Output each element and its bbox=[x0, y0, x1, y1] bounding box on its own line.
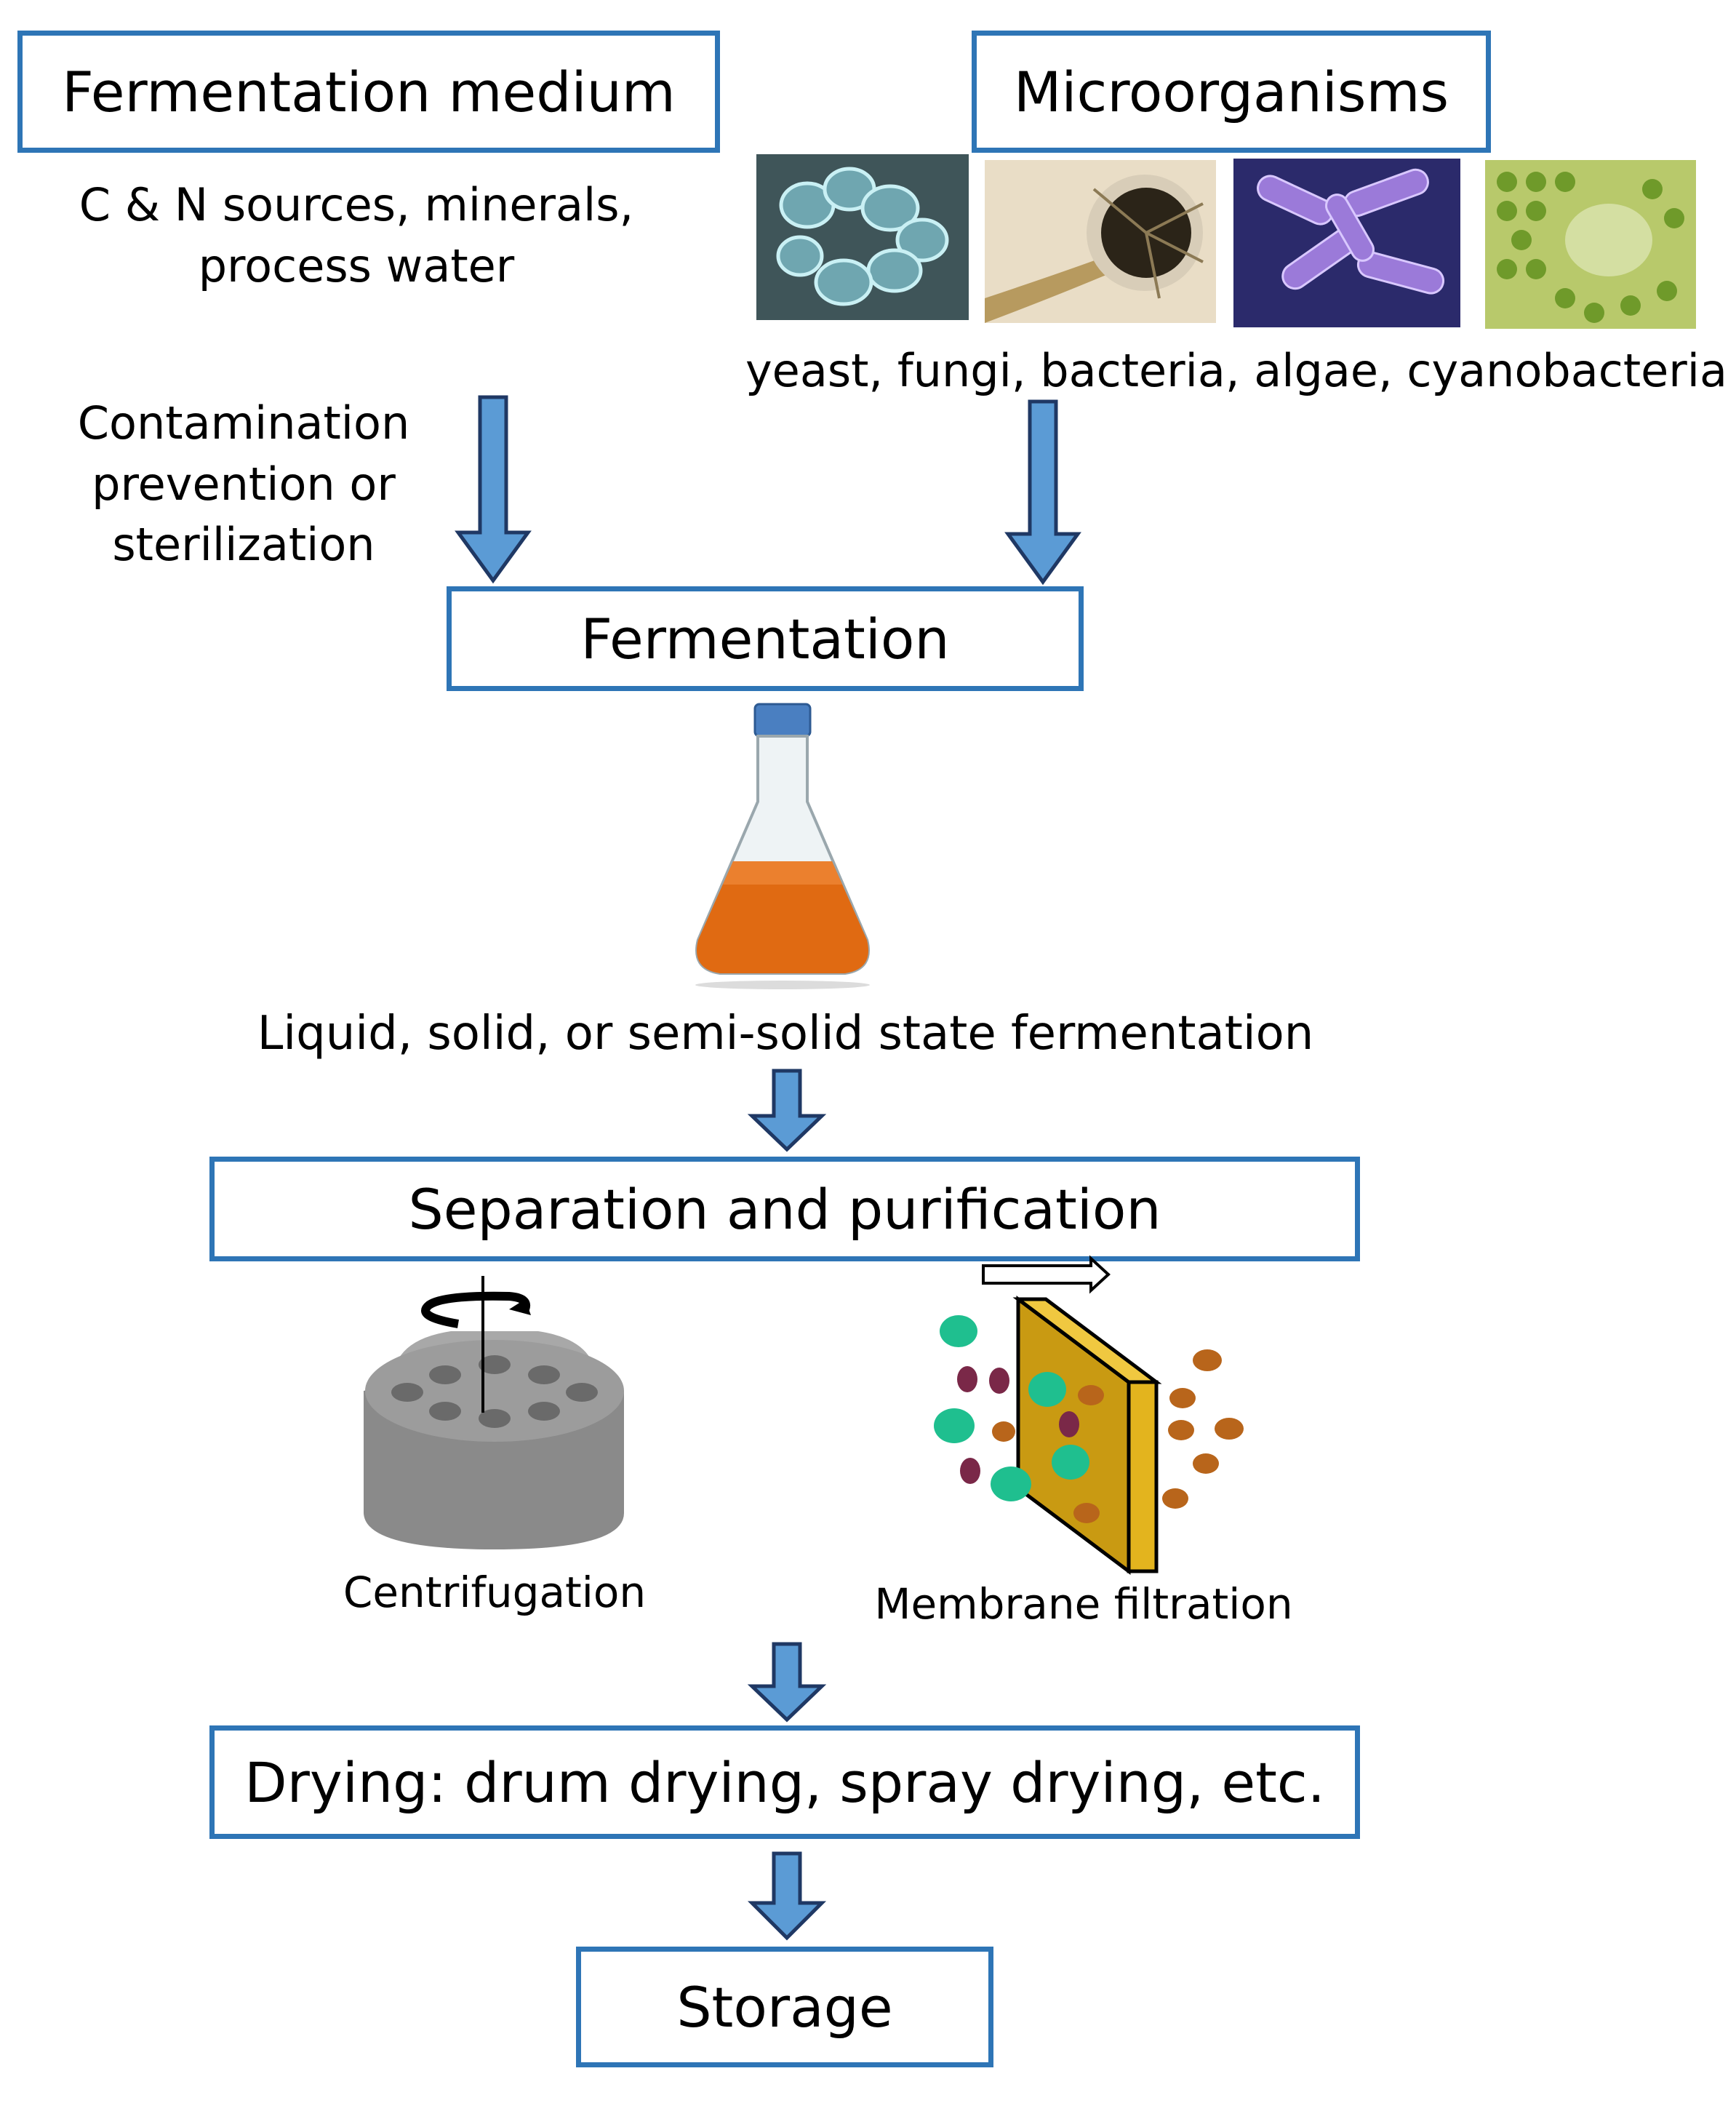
fermentation-title: Fermentation bbox=[580, 606, 950, 671]
fungi-photo bbox=[985, 160, 1216, 323]
arrow-microbes-to-fermentation bbox=[1004, 399, 1081, 586]
microorganisms-box: Microorganisms bbox=[972, 31, 1491, 153]
flask-icon bbox=[695, 703, 870, 989]
fermentation-states-text: Liquid, solid, or semi-solid state ferme… bbox=[257, 1007, 1314, 1061]
storage-box: Storage bbox=[576, 1947, 993, 2067]
flask-photo bbox=[676, 700, 887, 991]
fermentation-box: Fermentation bbox=[447, 586, 1084, 691]
arrow-medium-to-fermentation bbox=[455, 395, 532, 584]
contamination-text: Contamination prevention or sterilizatio… bbox=[44, 393, 444, 575]
bacteria-photo bbox=[1233, 159, 1460, 327]
membrane-filter-icon bbox=[934, 1255, 1244, 1575]
fungi-spore-icon bbox=[985, 160, 1216, 323]
separation-title: Separation and purification bbox=[408, 1176, 1161, 1242]
yeast-photo bbox=[756, 154, 969, 320]
membrane-filtration-label: Membrane filtration bbox=[874, 1579, 1293, 1629]
contamination-line-2: prevention or bbox=[92, 457, 396, 511]
medium-line-1: C & N sources, minerals, bbox=[79, 178, 634, 231]
arrow-drying-to-storage bbox=[747, 1851, 827, 1941]
yeast-cells-icon bbox=[756, 154, 969, 320]
algae-cells-icon bbox=[1485, 160, 1696, 329]
bacteria-rods-icon bbox=[1233, 159, 1460, 327]
microbe-types-text: yeast, fungi, bacteria, algae, cyanobact… bbox=[745, 344, 1727, 397]
medium-line-2: process water bbox=[198, 239, 515, 292]
microorganisms-title: Microorganisms bbox=[1013, 59, 1449, 124]
fermentation-medium-title: Fermentation medium bbox=[62, 59, 676, 124]
algae-photo bbox=[1485, 160, 1696, 329]
storage-title: Storage bbox=[676, 1974, 893, 2040]
arrow-separation-to-drying bbox=[747, 1642, 827, 1723]
drying-box: Drying: drum drying, spray drying, etc. bbox=[209, 1725, 1360, 1839]
drying-title: Drying: drum drying, spray drying, etc. bbox=[244, 1749, 1325, 1815]
arrow-fermentation-to-separation bbox=[747, 1069, 827, 1152]
contamination-line-3: sterilization bbox=[112, 518, 375, 572]
medium-components-text: C & N sources, minerals, process water bbox=[44, 175, 669, 296]
centrifuge-icon bbox=[364, 1276, 624, 1549]
separation-box: Separation and purification bbox=[209, 1157, 1360, 1261]
centrifugation-label: Centrifugation bbox=[343, 1568, 647, 1617]
contamination-line-1: Contamination bbox=[77, 396, 410, 450]
fermentation-medium-box: Fermentation medium bbox=[17, 31, 720, 153]
